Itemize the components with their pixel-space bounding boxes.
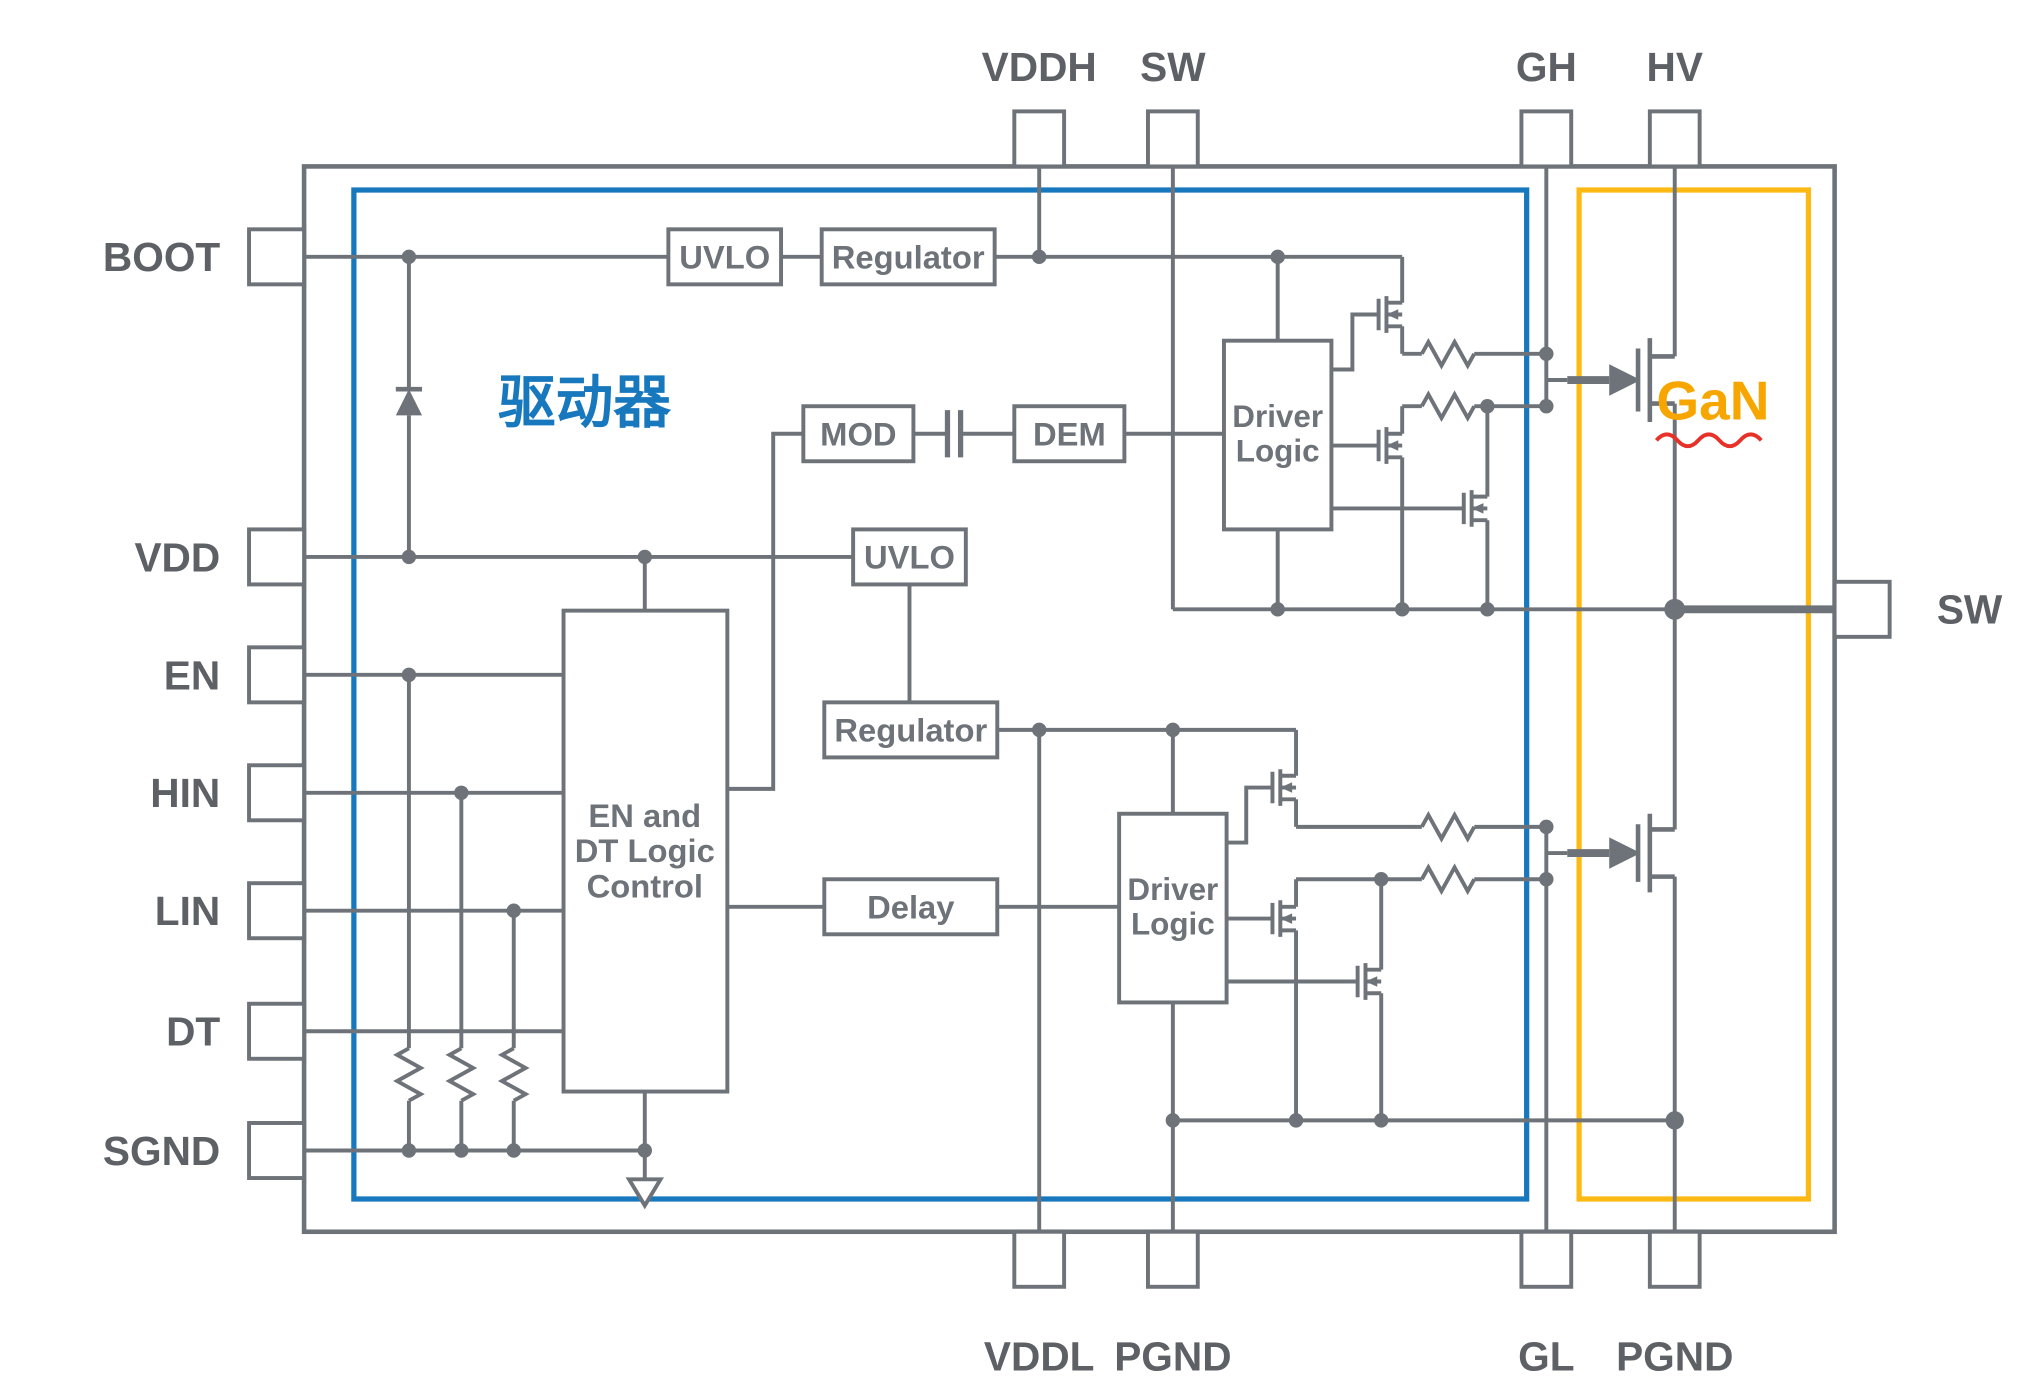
pin-label-sw-top: SW <box>1140 44 1206 90</box>
pin-label-gl: GL <box>1518 1334 1574 1380</box>
resistor-icon <box>1420 811 1476 843</box>
pin-label-sw-right: SW <box>1937 587 2003 633</box>
pin-label-dt: DT <box>166 1009 220 1055</box>
blocks <box>561 227 1334 1094</box>
pin-vdd <box>247 527 307 587</box>
capacitor-icon <box>944 410 964 458</box>
block-label-mod: MOD <box>820 416 896 453</box>
block-label-driver-logic-bottom-2: Logic <box>1131 906 1215 941</box>
gan-underline-squiggle <box>1654 432 1763 449</box>
resistor-icon <box>1420 337 1476 370</box>
resistor-icon <box>445 1046 478 1103</box>
block-driver-logic-top <box>1222 338 1334 532</box>
wires <box>304 166 1677 1232</box>
driver-region-outline <box>351 187 1530 1202</box>
block-label-en-dt-3: Control <box>587 868 703 905</box>
pin-vddh <box>1012 109 1067 169</box>
pin-label-hv: HV <box>1647 44 1703 90</box>
driver-region-label: 驱动器 <box>498 368 672 436</box>
block-label-uvlo-top: UVLO <box>679 239 770 276</box>
pin-label-vdd: VDD <box>134 534 220 580</box>
block-delay <box>822 877 1000 937</box>
block-label-driver-logic-top-2: Logic <box>1236 433 1320 468</box>
pin-label-hin: HIN <box>150 770 220 816</box>
block-label-driver-logic-top-1: Driver <box>1232 399 1323 434</box>
pin-label-sgnd: SGND <box>103 1128 220 1174</box>
pin-lin <box>247 881 307 941</box>
pin-en <box>247 645 307 705</box>
block-label-dem: DEM <box>1033 416 1106 453</box>
pin-pgnd-right <box>1647 1229 1702 1289</box>
junction-dots <box>401 249 1686 1158</box>
pins <box>247 109 1892 1289</box>
pin-vddl <box>1012 1229 1067 1289</box>
block-uvlo-top <box>666 227 784 287</box>
pin-label-pgnd-right: PGND <box>1616 1334 1733 1380</box>
block-en-dt-logic <box>561 608 730 1094</box>
pin-label-en: EN <box>164 652 220 698</box>
pin-label-boot: BOOT <box>103 234 221 280</box>
block-label-delay: Delay <box>867 889 955 926</box>
pin-boot <box>247 227 307 287</box>
pin-labels: VDDH SW GH HV VDDL PGND GL PGND BOOT VDD… <box>103 44 2003 1379</box>
chip-outline <box>301 164 1837 1235</box>
block-labels: UVLO Regulator MOD DEM UVLO Regulator De… <box>575 239 1323 942</box>
resistor-icon <box>1420 390 1476 423</box>
pin-sw-right <box>1832 579 1892 639</box>
gan-region-outline <box>1576 187 1812 1202</box>
block-regulator-top <box>819 227 997 287</box>
gan-region-label: GaN <box>1656 369 1769 431</box>
pin-hv <box>1647 109 1702 169</box>
block-label-uvlo-mid: UVLO <box>864 539 955 576</box>
block-label-driver-logic-bottom-1: Driver <box>1127 872 1218 907</box>
pin-sgnd <box>247 1121 307 1180</box>
bootstrap-diode-icon <box>395 386 423 416</box>
block-uvlo-mid <box>851 527 968 587</box>
pin-label-lin: LIN <box>155 888 220 934</box>
resistor-icon <box>1420 863 1476 896</box>
ground-icon <box>625 1177 664 1210</box>
block-mod <box>801 404 916 464</box>
resistor-icon <box>393 1046 425 1103</box>
block-label-regulator-mid: Regulator <box>834 712 987 749</box>
pin-label-pgnd-left: PGND <box>1114 1334 1231 1380</box>
pin-dt <box>247 1001 307 1061</box>
pin-label-vddl: VDDL <box>984 1334 1095 1380</box>
pin-sw-top <box>1146 109 1200 169</box>
resistor-icon <box>497 1046 530 1103</box>
block-regulator-mid <box>822 700 1000 760</box>
gate-arrow-icon <box>1567 837 1641 869</box>
block-label-en-dt-1: EN and <box>588 797 701 834</box>
pin-gh <box>1519 109 1574 169</box>
block-dem <box>1012 404 1127 464</box>
pin-pgnd-left <box>1146 1229 1200 1289</box>
gate-arrow-icon <box>1567 364 1641 396</box>
pin-hin <box>247 763 307 823</box>
block-driver-logic-bottom <box>1117 811 1229 1005</box>
block-label-regulator-top: Regulator <box>832 239 985 276</box>
block-label-en-dt-2: DT Logic <box>575 832 715 869</box>
pin-label-vddh: VDDH <box>982 44 1097 90</box>
pin-gl <box>1519 1229 1574 1289</box>
pin-label-gh: GH <box>1516 44 1577 90</box>
